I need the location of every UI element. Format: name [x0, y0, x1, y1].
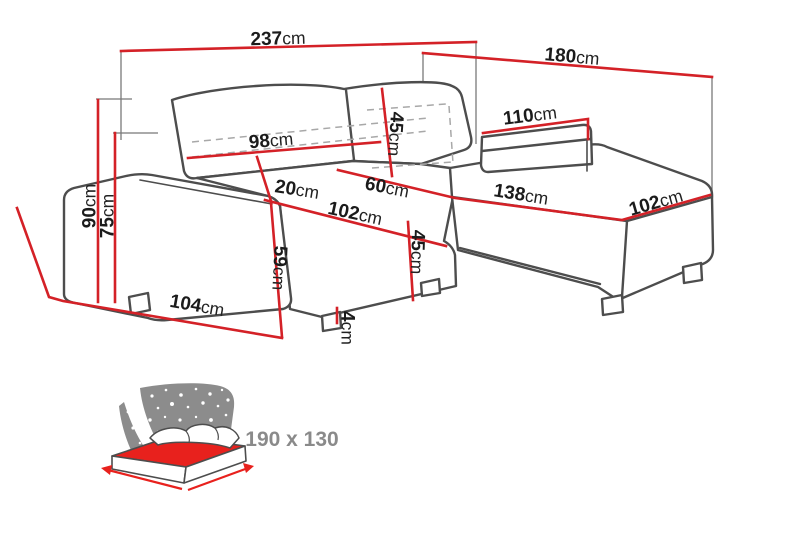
dim-label-backrest-height: 45cm	[383, 111, 408, 157]
dim-line-chaise-back-width	[481, 117, 590, 141]
dim-label-seat-height: 45cm	[406, 229, 429, 275]
dim-label-armrest-top-height: 75cm	[97, 193, 119, 239]
dim-label-leg-height: 4cm	[336, 311, 358, 345]
dim-line-backrest-width	[186, 140, 382, 160]
chaise-back-piece	[479, 123, 594, 174]
dim-line-base-depth	[15, 206, 284, 340]
dim-line-seat-chaise-chain	[336, 168, 712, 222]
dimension-lines	[15, 40, 714, 340]
dim-label-backrest-width: 98cm	[247, 128, 294, 154]
dim-line-backrest-height	[380, 87, 394, 178]
dim-label-armrest-height: 59cm	[268, 245, 291, 291]
dim-line-seat-height	[406, 220, 415, 302]
sofa-outline	[62, 80, 715, 333]
sleeping-area-size: 190 x 130	[245, 428, 339, 451]
hidden-mechanism-dashed-lines	[191, 103, 454, 169]
dim-line-armrest-height	[269, 201, 284, 339]
dim-line-total-depth	[421, 51, 714, 79]
bed-size-arrows	[101, 463, 254, 492]
extension-lines	[96, 42, 713, 303]
dim-line-seat-width	[263, 198, 448, 248]
dim-label-total-width: 237cm	[250, 27, 306, 51]
dim-line-armrest-width	[255, 155, 273, 203]
dim-label-total-depth: 180cm	[543, 44, 601, 69]
sofa-bed-function-icon	[101, 383, 254, 492]
dim-line-total-width	[119, 40, 478, 53]
